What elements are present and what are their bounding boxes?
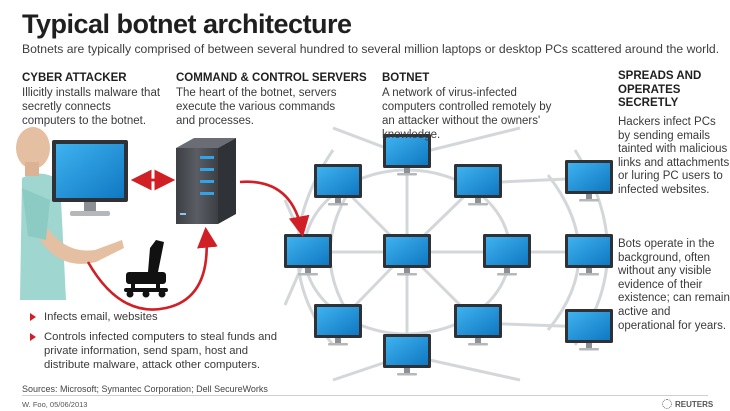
spreads-text-2: Bots operate in the background, often wi… [618, 238, 730, 332]
bot-computer-bottom-left [314, 304, 362, 346]
spreads-heading: SPREADS AND OPERATES SECRETLY [618, 70, 702, 109]
footer-divider [22, 395, 708, 396]
cnc-heading: COMMAND & CONTROL SERVERS [176, 72, 367, 84]
attacker-arm [34, 215, 124, 264]
page-title: Typical botnet architecture [22, 9, 352, 39]
reuters-dot-icon [662, 399, 672, 409]
attacker-sleeve [22, 188, 50, 240]
cnc-text: The heart of the botnet, servers execute… [176, 87, 337, 127]
bullet-triangle-icon [30, 313, 36, 321]
bot-computer-bottom-right [454, 304, 502, 346]
bot-computer-right [483, 234, 531, 276]
botnet-text: A network of virus-infected computers co… [382, 87, 552, 141]
attacker-figure [16, 127, 124, 300]
bullet-triangle-icon [30, 333, 36, 341]
bot-computer-far-bottom-right [565, 309, 613, 351]
attacker-text: Illicitly installs malware that secretly… [22, 87, 161, 127]
bullet-text: Infects email, websites [44, 311, 158, 323]
attacker-heading: CYBER ATTACKER [22, 72, 127, 84]
sources-note: Sources: Microsoft; Symantec Corporation… [22, 384, 268, 394]
arrow-loop-to-server [86, 226, 218, 311]
attacker-bullet-list: Infects email, websites Controls infecte… [30, 310, 288, 378]
bullet-item: Controls infected computers to steal fun… [30, 330, 288, 372]
attacker-monitor [52, 140, 128, 216]
bullet-item: Infects email, websites [30, 310, 288, 324]
bot-computer-far-top-right [565, 160, 613, 202]
reuters-logo: REUTERS [662, 399, 713, 409]
bot-computer-left [284, 234, 332, 276]
page-subtitle: Botnets are typically comprised of betwe… [22, 42, 720, 56]
attacker-head [16, 127, 50, 169]
bullet-text: Controls infected computers to steal fun… [44, 331, 277, 371]
botnet-heading: BOTNET [382, 72, 430, 84]
arrow-server-to-botnet [239, 180, 310, 238]
attacker-neck [25, 162, 39, 176]
reuters-wordmark: REUTERS [675, 399, 714, 409]
trojan-horse-icon [124, 240, 168, 298]
credit-line: W. Foo, 05/06/2013 [22, 400, 88, 409]
command-control-server [176, 138, 236, 224]
bot-computer-bottom [383, 334, 431, 376]
spreads-text-1: Hackers infect PCs by sending emails tai… [618, 116, 730, 196]
